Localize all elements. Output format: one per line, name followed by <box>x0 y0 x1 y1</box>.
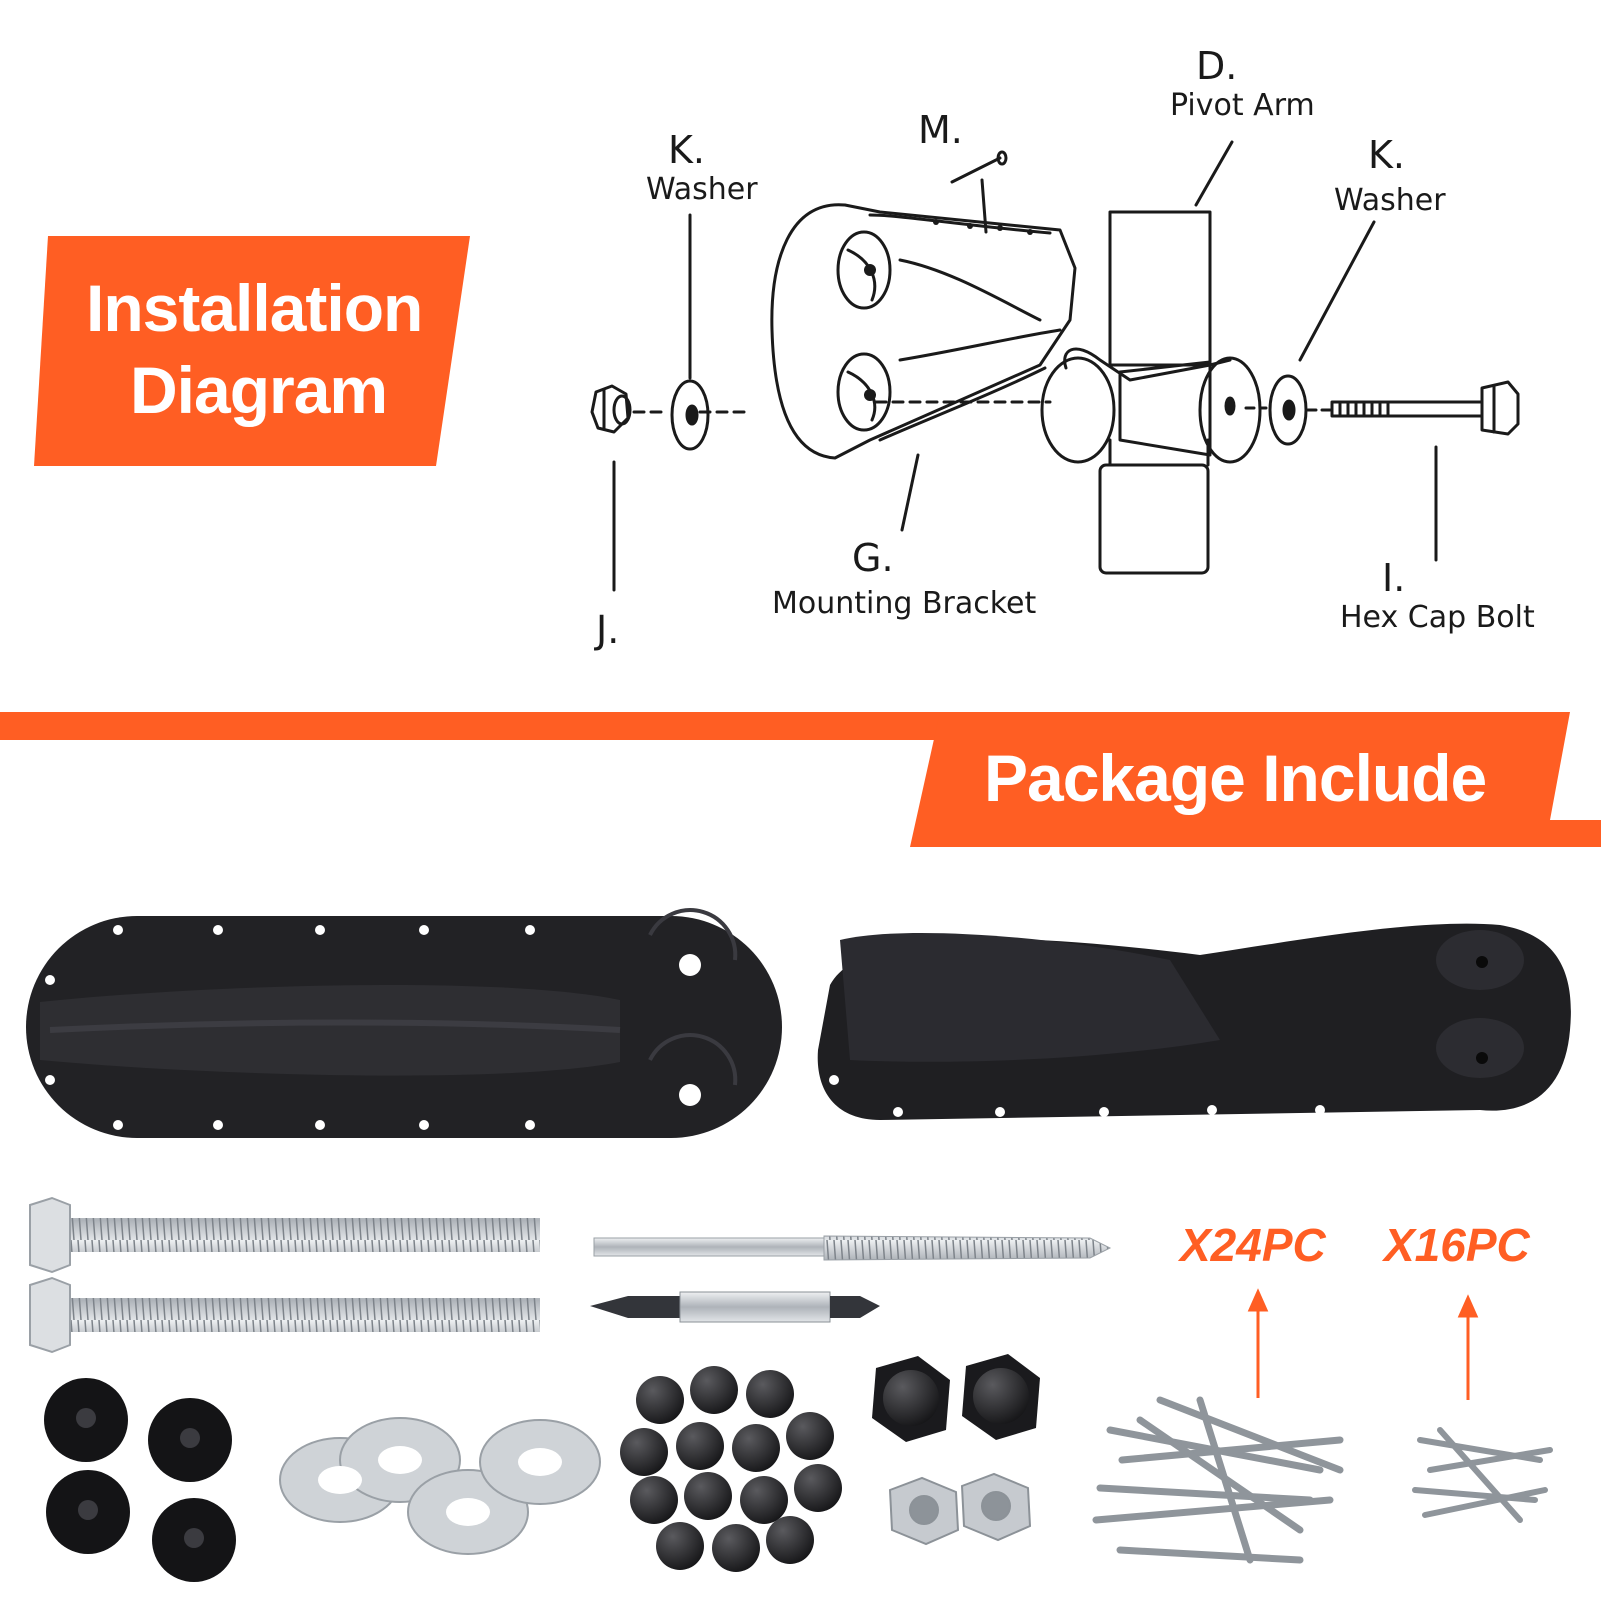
drill-bit <box>593 1235 1112 1261</box>
washer-right-drawing <box>1268 374 1308 446</box>
package-banner-shape <box>0 712 1601 847</box>
label-pivot-arm-name: Pivot Arm <box>1170 88 1315 123</box>
installation-banner-line1: Installation <box>86 271 423 345</box>
hex-bolts <box>29 1196 540 1354</box>
label-bolt-name: Hex Cap Bolt <box>1340 600 1535 635</box>
label-washer-left-name: Washer <box>646 172 758 207</box>
label-washer-right-name: Washer <box>1334 183 1446 218</box>
hex-acorn-caps <box>872 1354 1040 1442</box>
dome-caps <box>620 1366 842 1572</box>
package-banner-title: Package Include <box>984 741 1487 815</box>
washer-left-drawing <box>670 379 710 451</box>
label-mounting-bracket-letter: G. <box>852 536 894 580</box>
screwdriver-bit <box>590 1291 880 1323</box>
hex-nuts <box>888 1472 1032 1546</box>
large-screws-quantity: X24PC <box>1180 1219 1326 1271</box>
quantity-arrows <box>1247 1288 1479 1400</box>
label-bolt-letter: I. <box>1382 556 1406 600</box>
exploded-diagram <box>590 140 1520 592</box>
large-screws <box>1092 1396 1344 1564</box>
label-pivot-arm-letter: D. <box>1196 44 1238 88</box>
pivot-arm-drawing <box>1040 210 1262 575</box>
screw-drawing <box>950 150 1008 184</box>
flat-washers <box>279 1417 601 1555</box>
black-spacers <box>44 1378 236 1582</box>
installation-banner-line2: Diagram <box>130 353 388 427</box>
small-screws-quantity: X16PC <box>1384 1219 1530 1271</box>
mounting-bracket-angled <box>817 923 1571 1120</box>
label-nut-letter: J. <box>596 608 620 652</box>
hex-cap-bolt-drawing <box>1330 380 1520 436</box>
mounting-bracket-flat <box>26 908 782 1138</box>
nut-drawing <box>590 384 632 434</box>
label-mounting-bracket-name: Mounting Bracket <box>772 586 1037 621</box>
installation-banner-shape <box>34 236 470 466</box>
small-screws <box>1412 1427 1553 1523</box>
label-screw-letter: M. <box>918 108 963 152</box>
label-washer-left-letter: K. <box>668 128 705 172</box>
label-washer-right-letter: K. <box>1368 133 1405 177</box>
